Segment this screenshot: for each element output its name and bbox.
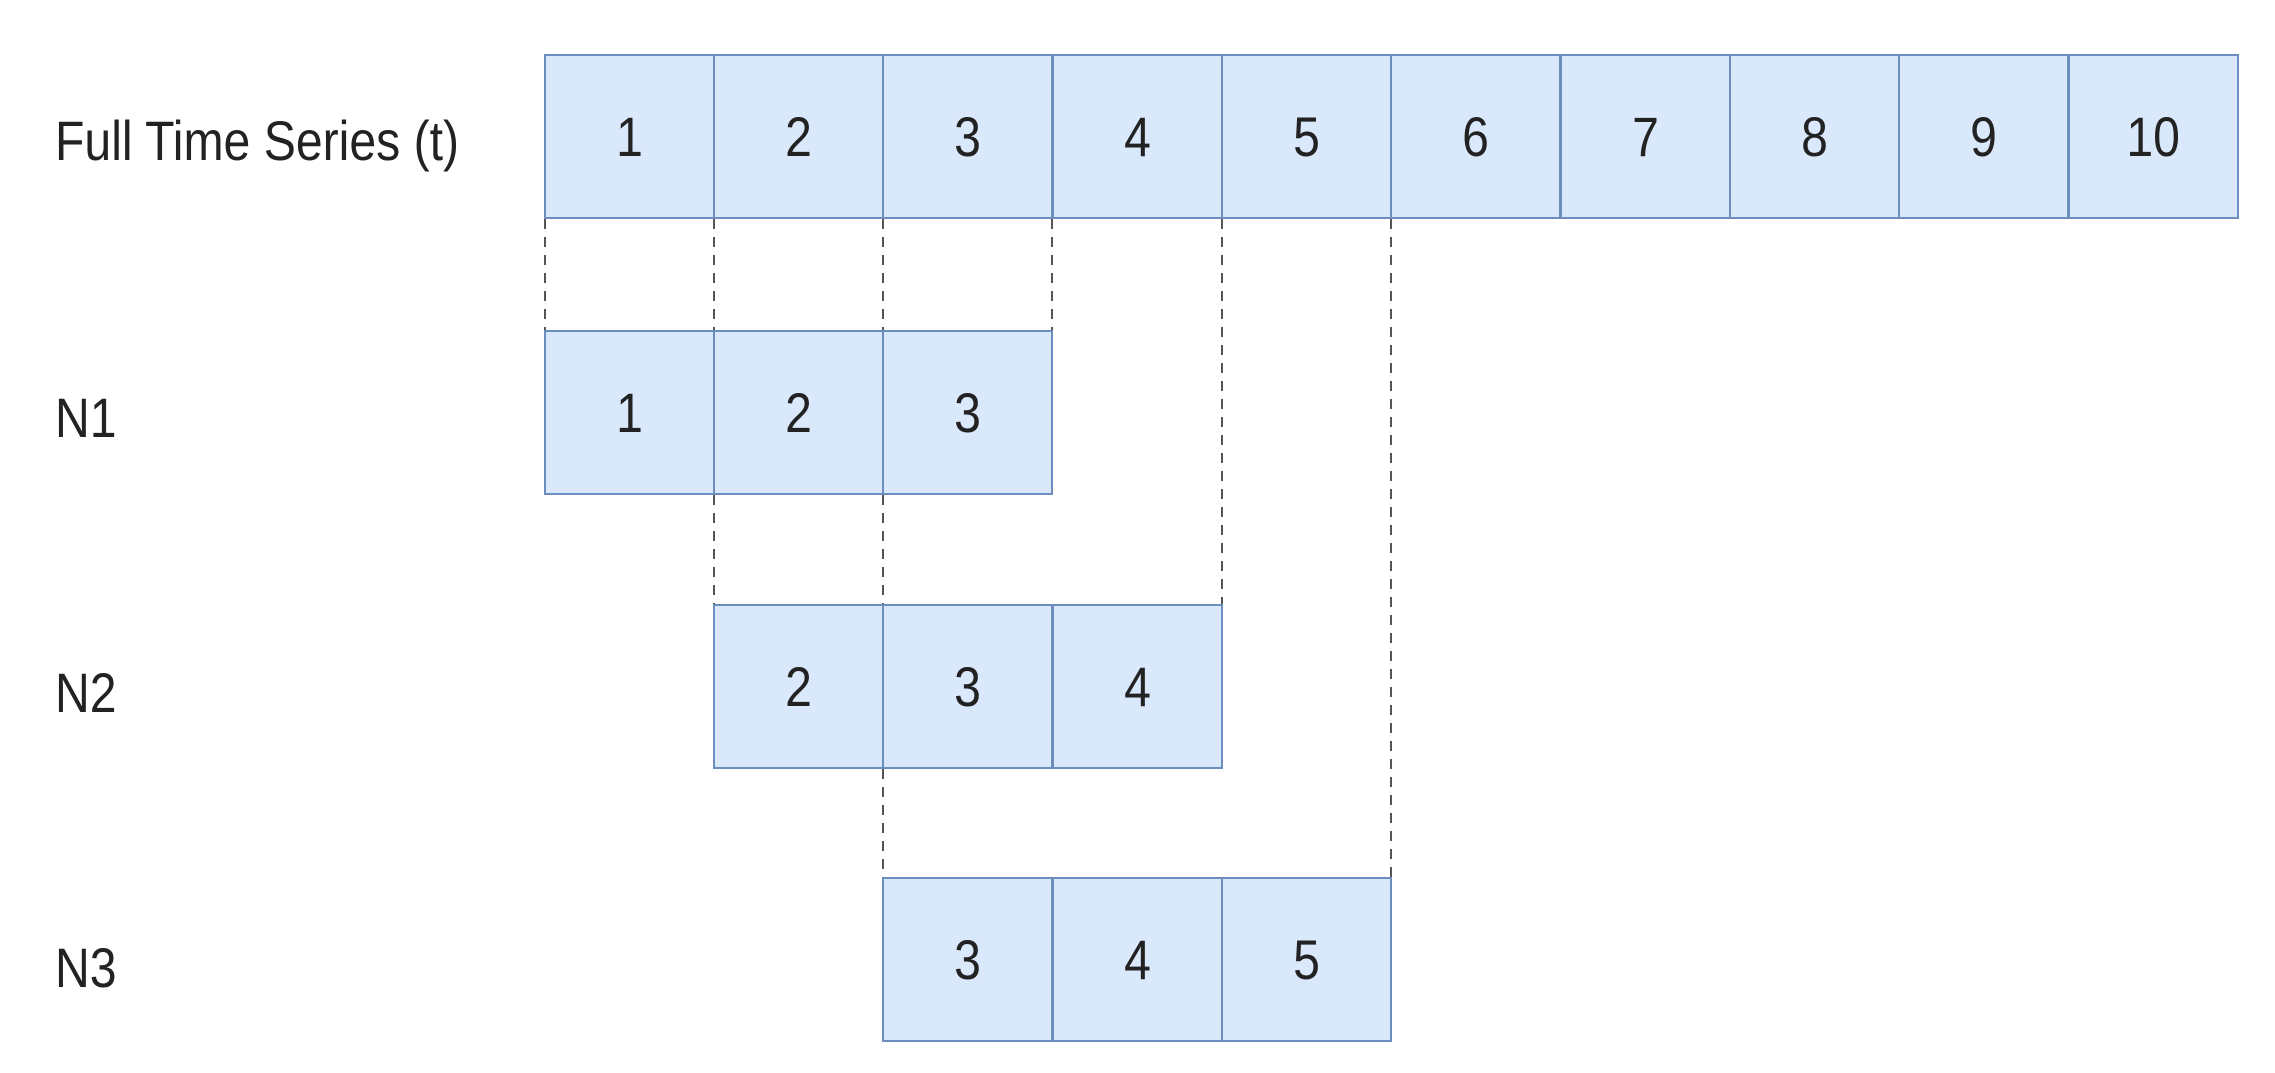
- window-n2-label: N2: [55, 661, 117, 724]
- series-cell: 6: [1390, 54, 1561, 219]
- window-n1-cell: 3: [882, 330, 1053, 495]
- series-cell: 8: [1729, 54, 1900, 219]
- window-n2-cell: 4: [1052, 604, 1223, 769]
- window-n2-cell: 3: [882, 604, 1053, 769]
- series-cell: 5: [1221, 54, 1392, 219]
- window-n3-cell: 3: [882, 877, 1053, 1042]
- series-cell: 1: [544, 54, 715, 219]
- series-cell: 7: [1560, 54, 1731, 219]
- window-n3-label: N3: [55, 936, 117, 999]
- series-cell: 10: [2068, 54, 2239, 219]
- series-cell: 4: [1052, 54, 1223, 219]
- full-series-label: Full Time Series (t): [55, 109, 460, 172]
- window-n2-cell: 2: [713, 604, 884, 769]
- window-n1-cell: 2: [713, 330, 884, 495]
- window-n1-cell: 1: [544, 330, 715, 495]
- window-n3-cell: 4: [1052, 877, 1223, 1042]
- window-n3-cell: 5: [1221, 877, 1392, 1042]
- series-cell: 2: [713, 54, 884, 219]
- series-cell: 9: [1898, 54, 2069, 219]
- window-n1-label: N1: [55, 386, 117, 449]
- series-cell: 3: [882, 54, 1053, 219]
